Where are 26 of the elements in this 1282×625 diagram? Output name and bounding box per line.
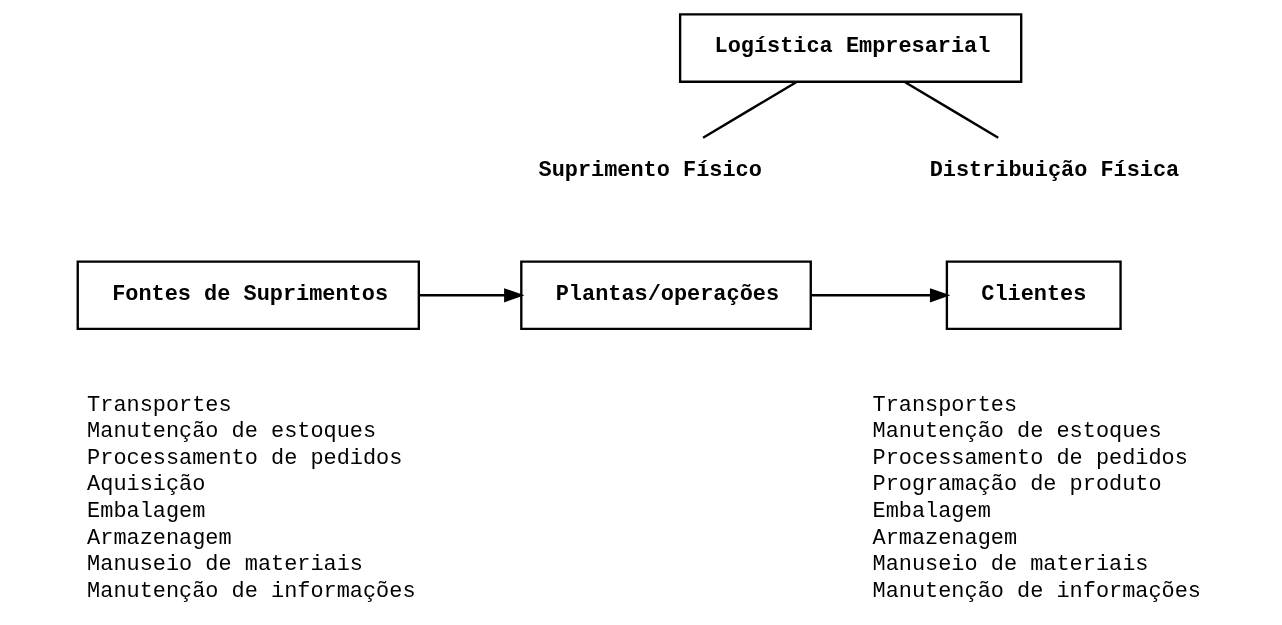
label: Manutenção de informações xyxy=(87,578,416,604)
connector xyxy=(702,80,798,139)
label: Armazenagem xyxy=(872,525,1018,551)
node-box: Clientes xyxy=(945,260,1122,331)
label: Manutenção de estoques xyxy=(872,419,1162,445)
node-box: Plantas/operações xyxy=(520,260,812,331)
label: Manutenção de estoques xyxy=(87,419,377,445)
label: Embalagem xyxy=(872,499,991,524)
label: Manutenção de informações xyxy=(872,578,1201,604)
label: Processamento de pedidos xyxy=(872,445,1188,471)
label: Aquisição xyxy=(87,472,206,498)
arrow xyxy=(419,288,525,303)
label: Armazenagem xyxy=(87,525,232,551)
connector xyxy=(904,80,999,139)
label: Embalagem xyxy=(87,499,206,524)
node-box: Logística Empresarial xyxy=(678,13,1023,83)
label: Transportes xyxy=(87,392,232,418)
node-text: Distribuição Física xyxy=(929,157,1180,183)
node-box: Fontes de Suprimentos xyxy=(76,260,420,331)
node-text: Suprimento Físico xyxy=(538,157,762,183)
label: Manuseio de materiais xyxy=(872,552,1149,578)
label: Programação de produto xyxy=(872,472,1162,498)
label: Processamento de pedidos xyxy=(87,445,403,471)
label: Manuseio de materiais xyxy=(87,552,363,578)
arrow xyxy=(811,288,951,303)
label: Transportes xyxy=(872,392,1018,418)
